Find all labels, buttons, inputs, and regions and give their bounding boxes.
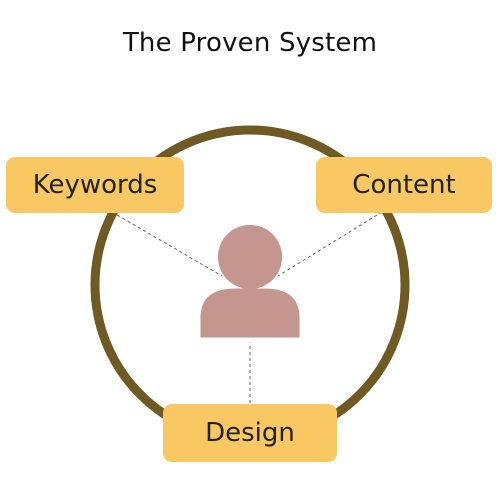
node-design: Design [163, 404, 337, 462]
node-keywords: Keywords [6, 157, 184, 213]
node-content-label: Content [352, 170, 456, 200]
diagram-title: The Proven System [122, 28, 378, 58]
connector-keywords [111, 211, 223, 277]
person-icon [195, 225, 305, 343]
node-content: Content [316, 157, 492, 213]
connector-content [277, 211, 383, 277]
node-design-label: Design [205, 418, 295, 448]
node-keywords-label: Keywords [32, 170, 158, 200]
